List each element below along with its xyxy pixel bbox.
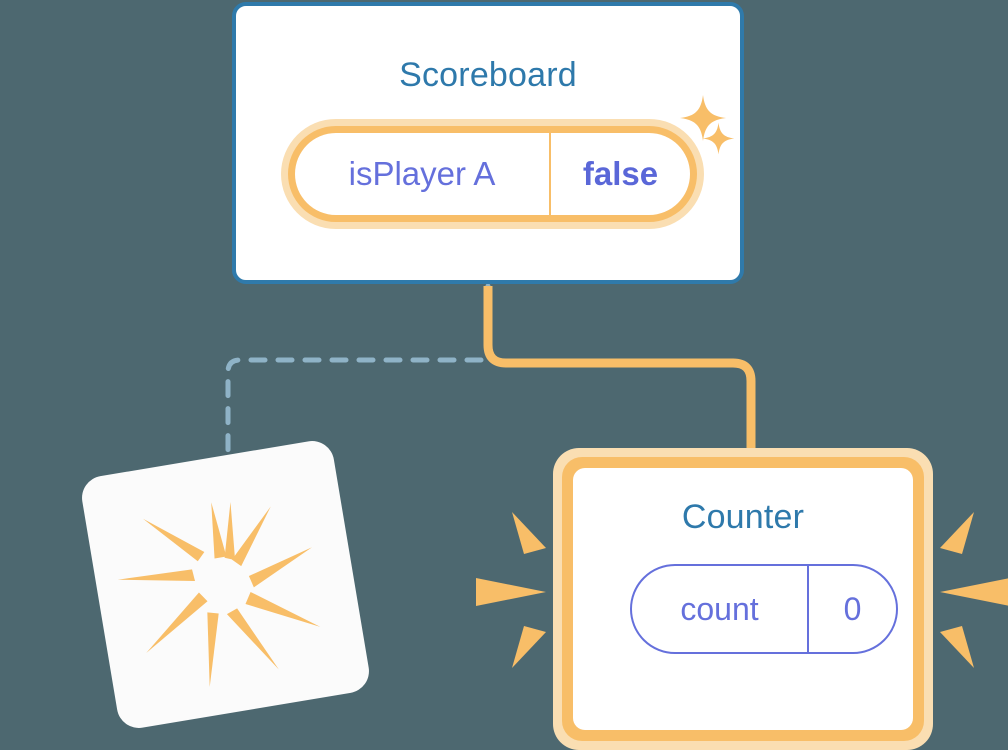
burst-card[interactable]	[78, 437, 373, 732]
connector-dashed-to-burst-card	[225, 283, 491, 473]
sparkle-large-icon	[679, 94, 727, 142]
counter-card[interactable]: Counter count 0	[553, 448, 933, 750]
scoreboard-card-title: Scoreboard	[399, 56, 577, 94]
scoreboard-state-pill[interactable]: isPlayer A false	[281, 119, 704, 229]
scoreboard-state-pill-face: isPlayer A false	[295, 133, 690, 215]
counter-state-value: 0	[843, 590, 862, 627]
counter-card-title: Counter	[681, 498, 805, 536]
counter-state-key: count	[632, 566, 809, 652]
scoreboard-card[interactable]: Scoreboard isPlayer A false	[232, 2, 744, 284]
sparkle-small-icon	[702, 122, 735, 155]
scoreboard-state-pill-ring: isPlayer A false	[288, 126, 697, 222]
counter-card-ring: Counter count 0	[562, 457, 924, 741]
counter-card-face: Counter count 0	[573, 468, 913, 730]
scoreboard-state-value: false	[582, 155, 659, 192]
counter-state-pill[interactable]: count 0	[630, 564, 898, 654]
counter-left-rays-icon	[476, 512, 546, 668]
scoreboard-state-key: isPlayer A	[295, 133, 551, 215]
burst-rays-icon	[117, 502, 321, 688]
connector-solid-to-counter	[483, 286, 756, 470]
counter-right-rays-icon	[940, 512, 1008, 668]
